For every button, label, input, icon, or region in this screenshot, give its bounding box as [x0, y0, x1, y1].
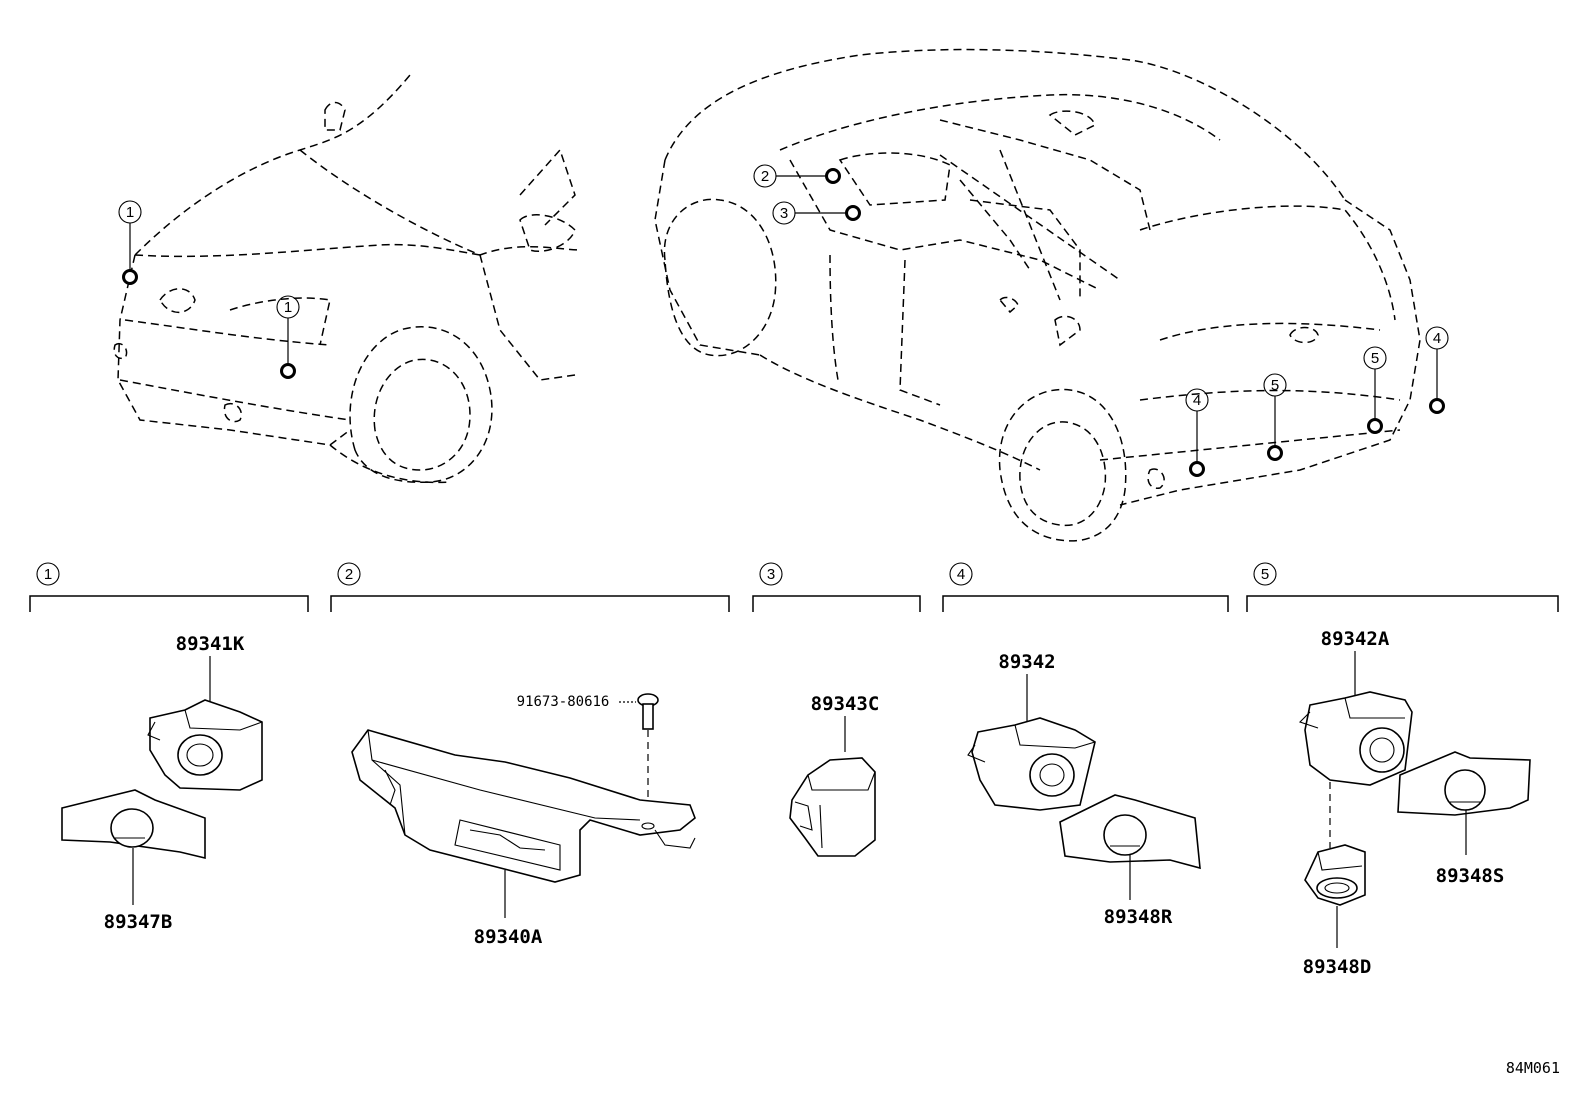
- group-3-header[interactable]: 3: [752, 562, 921, 612]
- group-4-header[interactable]: 4: [942, 562, 1229, 612]
- group-5-header[interactable]: 5: [1246, 562, 1559, 612]
- group-1-parts: 89341K 89347B: [61, 633, 263, 933]
- svg-text:1: 1: [44, 566, 52, 583]
- switch-89343C[interactable]: [789, 757, 876, 857]
- bracket-89348R[interactable]: [1059, 794, 1201, 870]
- group-1-header[interactable]: 1: [29, 562, 309, 612]
- group-5-parts: 89342A 89348S 89348D: [1298, 628, 1531, 978]
- svg-text:4: 4: [1193, 392, 1201, 409]
- callout-5-rear-left[interactable]: 5: [1263, 373, 1287, 461]
- svg-text:4: 4: [1433, 330, 1441, 347]
- callout-3-switch[interactable]: 3: [772, 201, 861, 225]
- front-vehicle-view: [113, 74, 581, 484]
- bracket-89348S[interactable]: [1397, 751, 1531, 816]
- group-2-parts: 91673-80616 89340A: [351, 693, 696, 948]
- sensor-89342A[interactable]: [1298, 691, 1413, 786]
- part-label-89342A[interactable]: 89342A: [1321, 628, 1390, 650]
- svg-text:2: 2: [761, 168, 769, 185]
- group-brackets: 1 2 3 4 5: [29, 562, 1559, 612]
- group-3-parts: 89343C: [789, 693, 880, 857]
- part-label-89342[interactable]: 89342: [998, 651, 1055, 673]
- callout-1-front-right[interactable]: 1: [276, 295, 300, 379]
- bolt-91673-80616[interactable]: [637, 693, 659, 730]
- svg-text:3: 3: [767, 566, 775, 583]
- callout-4-rear-right[interactable]: 4: [1425, 326, 1449, 414]
- part-label-89341K[interactable]: 89341K: [176, 633, 245, 655]
- part-label-89348S[interactable]: 89348S: [1436, 865, 1505, 887]
- svg-text:3: 3: [780, 205, 788, 222]
- bracket-89347B[interactable]: [61, 789, 206, 860]
- part-label-89340A[interactable]: 89340A: [474, 926, 543, 948]
- ecu-89340A[interactable]: [351, 729, 696, 883]
- part-label-89348D[interactable]: 89348D: [1303, 956, 1372, 978]
- retainer-89348D[interactable]: [1304, 844, 1366, 906]
- callout-4-rear-left[interactable]: 4: [1185, 388, 1209, 477]
- part-label-89343C[interactable]: 89343C: [811, 693, 880, 715]
- sensor-89341K[interactable]: [147, 699, 263, 791]
- svg-text:5: 5: [1261, 566, 1269, 583]
- callout-2-ecu[interactable]: 2: [753, 164, 841, 188]
- svg-text:1: 1: [126, 204, 134, 221]
- part-label-89347B[interactable]: 89347B: [104, 911, 173, 933]
- svg-text:4: 4: [957, 566, 965, 583]
- vehicle-callouts: 1 1 2 3 4: [118, 164, 1449, 477]
- svg-text:5: 5: [1371, 350, 1379, 367]
- group-2-header[interactable]: 2: [330, 562, 730, 612]
- svg-text:2: 2: [345, 566, 353, 583]
- diagram-code: 84M061: [1506, 1059, 1560, 1077]
- part-label-91673-80616[interactable]: 91673-80616: [517, 694, 610, 710]
- svg-text:5: 5: [1271, 377, 1279, 394]
- callout-1-front-left[interactable]: 1: [118, 200, 142, 285]
- callout-5-rear-right[interactable]: 5: [1363, 346, 1387, 434]
- rear-vehicle-view: [654, 48, 1421, 542]
- part-label-89348R[interactable]: 89348R: [1104, 906, 1173, 928]
- svg-text:1: 1: [284, 299, 292, 316]
- group-4-parts: 89342 89348R: [967, 651, 1201, 928]
- sensor-89342[interactable]: [967, 717, 1096, 811]
